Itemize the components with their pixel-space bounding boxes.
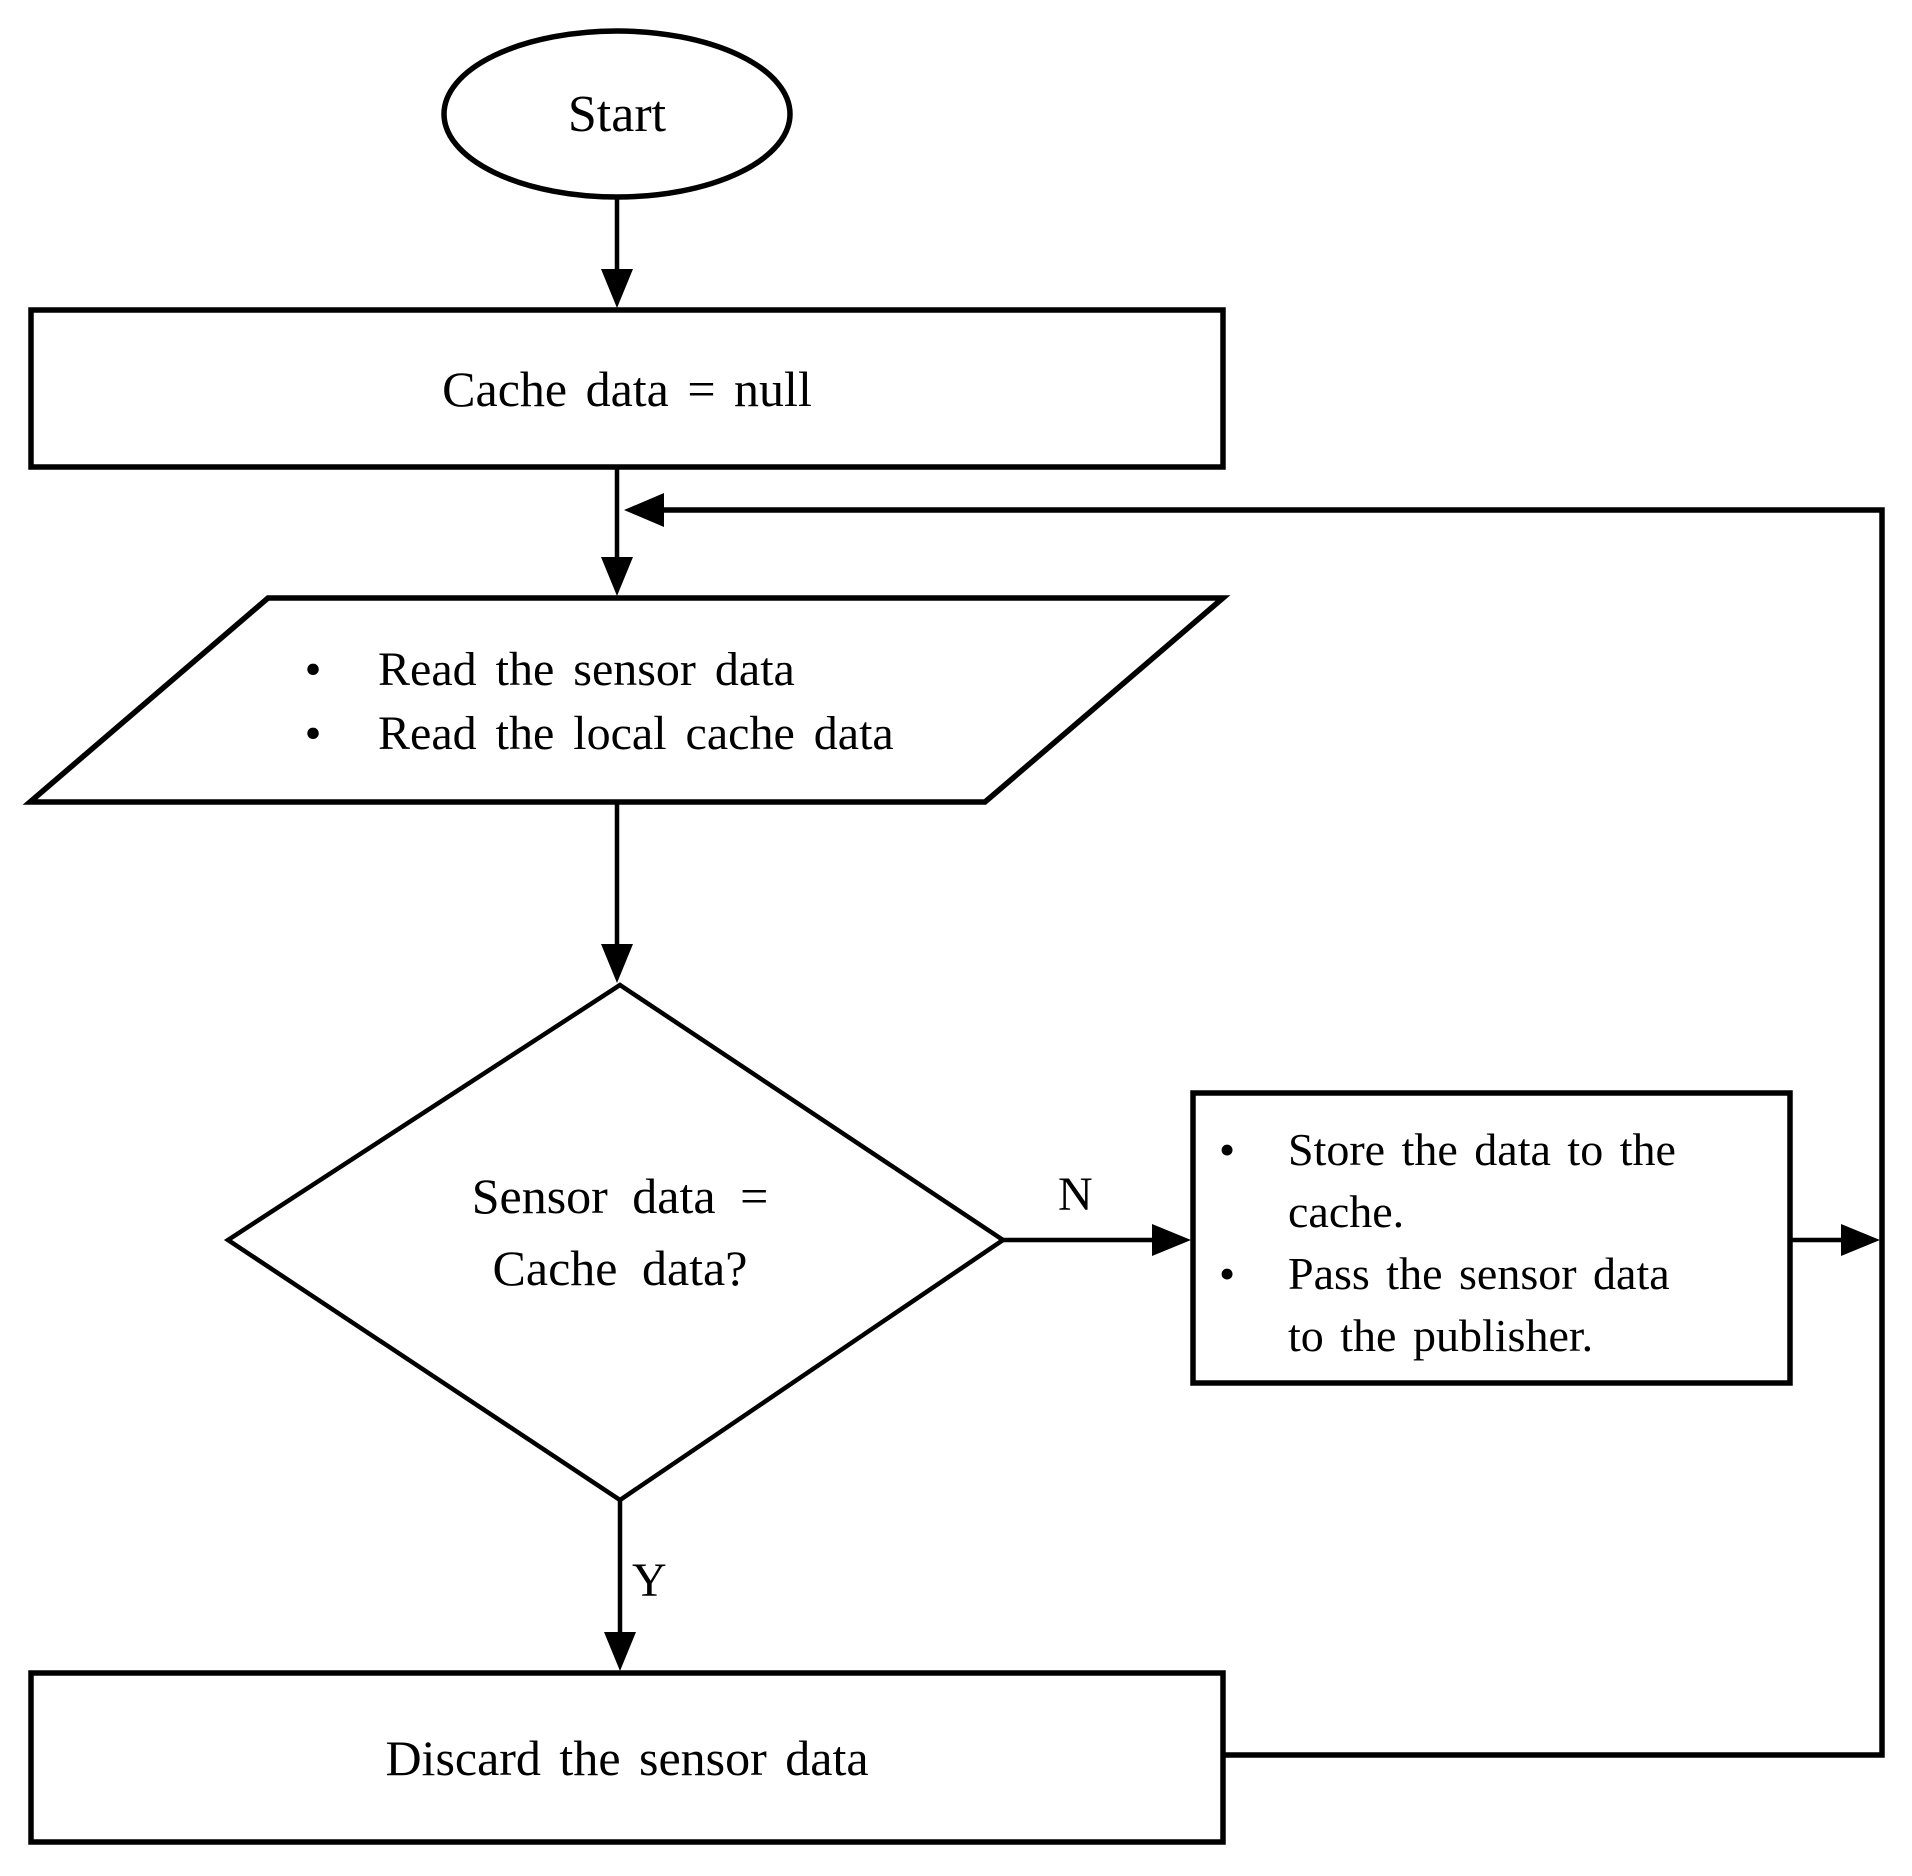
arrowhead-decision-to-discard xyxy=(604,1632,636,1671)
read-io-item: • Read the local cache data xyxy=(300,702,894,766)
store-item: • Store the data to the cache. xyxy=(1214,1119,1676,1243)
store-process-shape xyxy=(1190,1090,1793,1386)
arrowhead-read-to-decision xyxy=(601,944,633,983)
decision-label: Sensor data = Cache data? xyxy=(320,1160,920,1304)
arrowhead-store-to-rail xyxy=(1841,1224,1880,1256)
branch-label-yes: Y xyxy=(632,1553,667,1607)
decision-label-line2: Cache data? xyxy=(492,1240,748,1296)
bullet-icon: • xyxy=(304,643,322,696)
read-io-item-text: Read the local cache data xyxy=(378,707,894,760)
init-process-shape xyxy=(28,307,1226,470)
branch-label-no: N xyxy=(1058,1167,1093,1221)
arrowhead-start-to-init xyxy=(601,269,633,308)
store-item-line: Pass the sensor data xyxy=(1288,1248,1670,1299)
arrowhead-init-to-read xyxy=(601,557,633,596)
init-label: Cache data = null xyxy=(442,360,812,417)
store-list: • Store the data to the cache. • Pass th… xyxy=(1214,1119,1676,1367)
bullet-icon: • xyxy=(304,707,322,760)
read-io-list: • Read the sensor data • Read the local … xyxy=(300,638,894,766)
store-item-line: cache. xyxy=(1288,1186,1405,1237)
store-item-line: Store the data to the xyxy=(1288,1124,1676,1175)
bullet-icon: • xyxy=(1218,1124,1236,1175)
bullet-icon: • xyxy=(1218,1248,1236,1299)
arrowhead-decision-to-store xyxy=(1152,1224,1191,1256)
store-item: • Pass the sensor data to the publisher. xyxy=(1214,1243,1676,1367)
decision-label-line1: Sensor data = xyxy=(471,1168,769,1224)
loopback-line xyxy=(664,507,1885,1758)
store-item-text: Store the data to the cache. xyxy=(1288,1119,1676,1243)
discard-process-shape xyxy=(28,1670,1226,1845)
read-io-item: • Read the sensor data xyxy=(300,638,894,702)
decision-diamond-shape xyxy=(223,982,1008,1503)
store-item-text: Pass the sensor data to the publisher. xyxy=(1288,1243,1670,1367)
store-item-line: to the publisher. xyxy=(1288,1310,1594,1361)
start-terminator-shape xyxy=(441,28,793,200)
loopback-arrowhead xyxy=(624,493,664,527)
start-label: Start xyxy=(567,85,667,143)
read-io-item-text: Read the sensor data xyxy=(378,643,795,696)
read-io-parallelogram-shape xyxy=(22,595,1231,805)
discard-label: Discard the sensor data xyxy=(385,1729,869,1786)
